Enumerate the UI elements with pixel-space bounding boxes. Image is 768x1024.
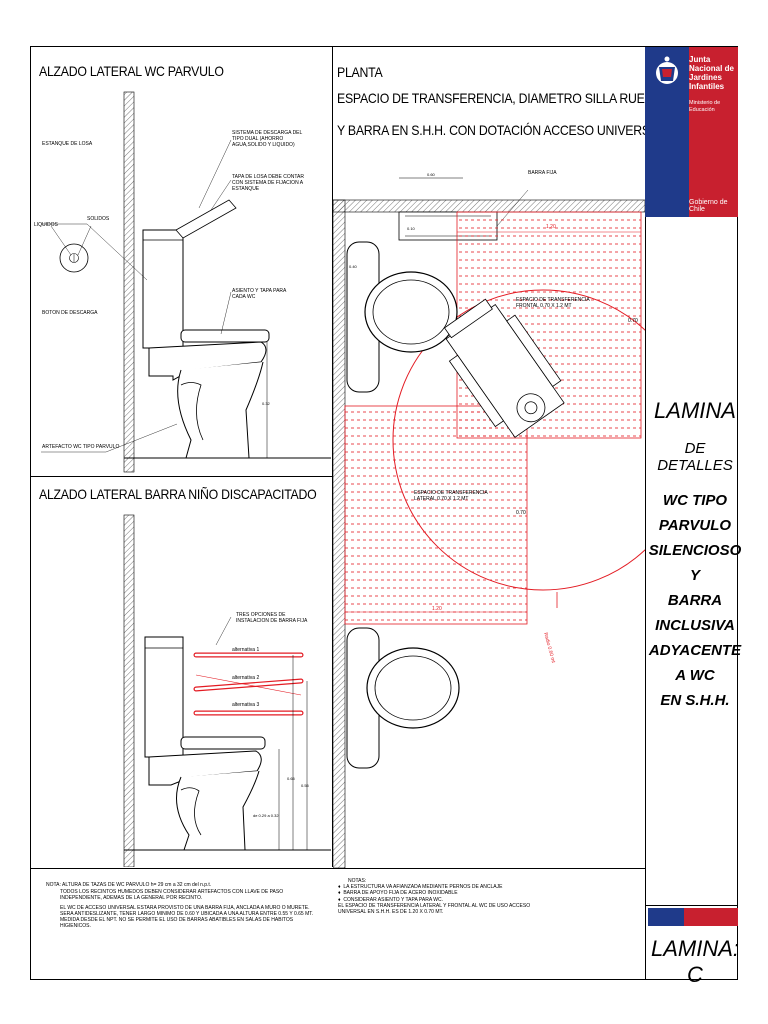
desc-line-8: A WC [675,667,715,684]
dim-070-mid: 0.70 [516,510,526,516]
desc-line-7: ADYACENTE [648,642,742,659]
divider-h-notes [31,868,645,869]
svg-text:0.32: 0.32 [262,401,271,406]
divider-v-left [332,47,333,867]
svg-text:0.10: 0.10 [407,226,416,231]
desc-line-2: PARVULO [658,517,732,534]
plan-subtitle-1: ESPACIO DE TRANSFERENCIA, DIAMETRO SILLA… [337,90,670,106]
svg-text:0.65: 0.65 [287,776,296,781]
alzado-barra-drawing: de 0.29 a 0.32 0.65 0.55 [123,514,331,867]
jardines-logo: Junta Nacional de Jardines Infantiles Mi… [645,47,738,217]
label-solidos: SOLIDOS [87,216,110,222]
label-alt3: alternativa 3 [232,702,260,708]
svg-text:0.55: 0.55 [301,783,310,788]
label-asiento: ASIENTO Y TAPA PARA CADA WC [232,288,287,300]
desc-line-9: EN S.H.H. [660,692,730,709]
label-alt2: alternativa 2 [232,675,260,681]
note-left-1: NOTA: ALTURA DE TAZAS DE WC PARVULO h= 2… [46,882,212,888]
note-right-b3: ♦ CONSIDERAR ASIENTO Y TAPA PARA WC. [338,896,444,903]
plan-title: PLANTA [337,64,383,80]
plan-drawing: 0.60 0.10 0.40 [333,172,645,868]
label-boton: BOTON DE DESCARGA [42,310,98,316]
logo-name: Junta Nacional de Jardines Infantiles [689,55,734,91]
dim-070-right: 0.70 [628,318,638,324]
label-tapa: TAPA DE LOSA DEBE CONTAR CON SISTEMA DE … [232,174,304,192]
lamina-subtitle: DE DETALLES [657,440,733,474]
divider-h-side [645,905,738,906]
svg-text:de 0.29 a 0.32: de 0.29 a 0.32 [253,813,279,818]
note-right-b2: ♦ BARRA DE APOYO FIJA DE ACERO INOXIDABL… [338,890,458,897]
logo-blue-band [645,47,689,217]
svg-text:0.60: 0.60 [427,172,436,177]
desc-line-1: WC TIPO [662,492,728,509]
divider-h-left [31,476,332,477]
note-left-3: EL WC DE ACCESO UNIVERSAL ESTARA PROVIST… [60,904,314,930]
drawing-sheet [30,46,738,980]
plan-subtitle-2: Y BARRA EN S.H.H. CON DOTACIÓN ACCESO UN… [337,122,665,138]
desc-line-6: INCLUSIVA [655,617,735,634]
flag-blue [648,908,684,926]
note-right-b1: ♦ LA ESTRUCTURA VA AFIANZADA MEDIANTE PE… [338,884,503,891]
lamina-description: WC TIPO PARVULO SILENCIOSO Y BARRA INCLU… [648,488,742,713]
label-opciones: TRES OPCIONES DE INSTALACION DE BARRA FI… [236,612,308,624]
note-left-2: TODOS LOS RECINTOS HUMEDOS DEBEN CONSIDE… [60,889,284,902]
lamina-code: LAMINA: C [650,936,740,987]
label-lateral: ESPACIO DE TRANSFERENCIA LATERAL 0.70 X … [414,490,488,502]
desc-line-5: BARRA [667,592,723,609]
label-sistema: SISTEMA DE DESCARGA DEL TIPO DUAL (AHORR… [232,130,303,148]
note-right-head: NOTAS: [348,878,367,884]
notes-right: NOTAS: ♦ LA ESTRUCTURA VA AFIANZADA MEDI… [338,878,638,915]
svg-text:0.40: 0.40 [349,264,358,269]
alzado-barra-title: ALZADO LATERAL BARRA NIÑO DISCAPACITADO [39,486,317,502]
coat-of-arms-icon [656,56,678,84]
desc-line-3: SILENCIOSO [648,542,742,559]
notes-left: NOTA: ALTURA DE TAZAS DE WC PARVULO h= 2… [46,882,316,929]
label-alt1: alternativa 1 [232,647,260,653]
dim-120-top: 1.20 [546,224,556,230]
logo-ministry: Ministerio de Educación [689,100,721,113]
label-estanque: ESTANQUE DE LOSA [42,141,93,147]
logo-gob: Gobierno de Chile [689,199,728,213]
divider-v-right [645,47,646,979]
flag-red [684,908,738,926]
label-artefacto: ARTEFACTO WC TIPO PARVULO [42,444,120,450]
alzado-wc-drawing: 0.32 [41,91,331,473]
flag-band [648,908,738,926]
dim-120-bottom: 1.20 [432,606,442,612]
lamina-title: LAMINA [654,398,736,423]
desc-line-4: Y [689,567,700,584]
note-right-4: EL ESPACIO DE TRANSFERENCIA LATERAL Y FR… [338,902,531,916]
alzado-wc-title: ALZADO LATERAL WC PARVULO [39,63,224,79]
label-liquidos: LIQUIDOS [34,222,58,228]
label-barra-fija: BARRA FIJA [528,170,557,176]
label-frontal: ESPACIO DE TRANSFERENCIA FRONTAL 0.70 X … [516,297,590,309]
